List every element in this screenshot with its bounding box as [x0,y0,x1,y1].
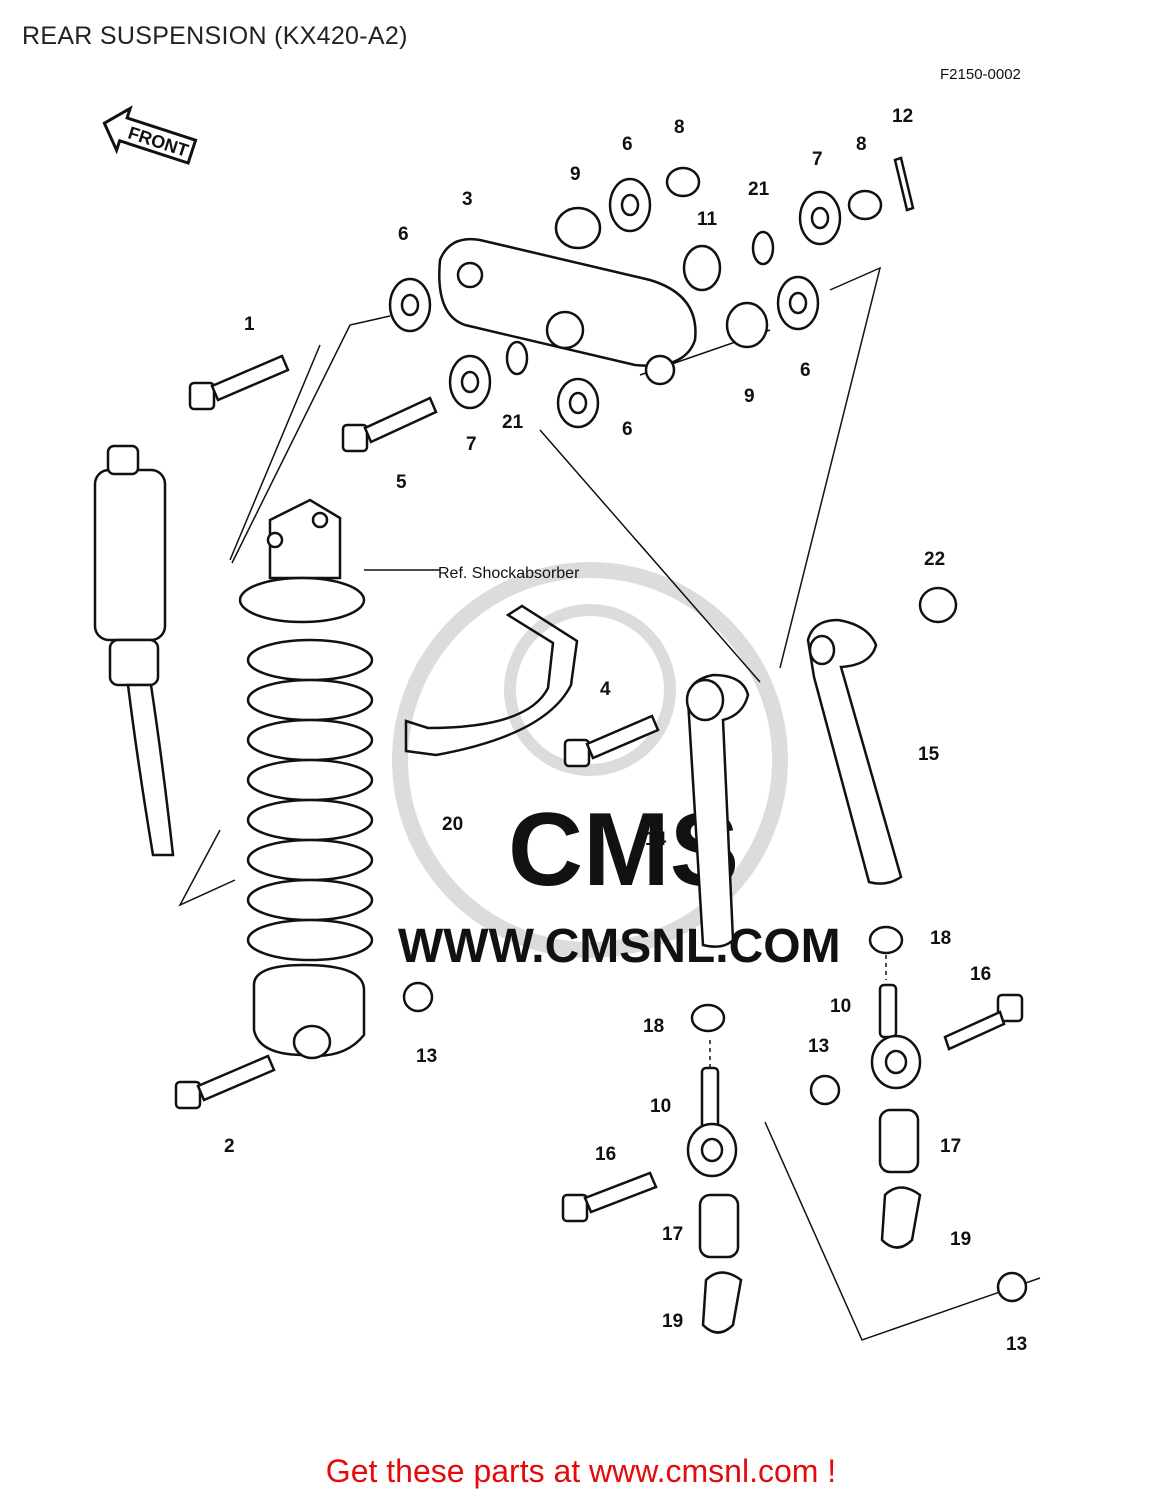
leader-lines [178,266,1041,1341]
callout-16a: 16 [595,1144,616,1165]
front-arrow: FRONT [102,105,198,165]
callout-22: 22 [924,549,945,570]
watermark-url: WWW.CMSNL.COM [398,920,841,973]
bolts [174,354,1024,1223]
callout-7a: 7 [466,434,477,455]
tie-rods [685,618,903,948]
callout-18a: 18 [643,1016,664,1037]
callout-19b: 19 [950,1229,971,1250]
callout-13a: 13 [416,1046,437,1067]
reservoir-tank [93,444,175,857]
callout-13c: 13 [1006,1334,1027,1355]
clamp-band [404,604,579,757]
callout-17b: 17 [940,1136,961,1157]
callout-13b: 13 [808,1036,829,1057]
cms-watermark: CMS WWW.CMSNL.COM [392,562,841,973]
callout-10a: 10 [650,1096,671,1117]
page-title: REAR SUSPENSION (KX420-A2) [22,22,408,50]
callout-17a: 17 [662,1224,683,1245]
callout-11: 11 [697,209,718,230]
callout-16b: 16 [970,964,991,985]
callout-3: 3 [462,189,473,210]
parts-diagram: CMS WWW.CMSNL.COM FRONT [93,105,1041,1355]
small-hardware [388,156,1028,1303]
callout-12: 12 [892,106,913,127]
callout-1: 1 [244,314,255,335]
callout-15: 15 [918,744,940,765]
callout-6d: 6 [622,419,633,440]
callout-14: 14 [645,829,667,850]
figure-code: F2150-0002 [940,66,1021,83]
callout-8a: 8 [674,117,685,138]
callouts: 1 2 3 4 5 6 6 6 6 6 7 7 8 8 9 9 10 10 11… [224,106,1027,1355]
shock-absorber [238,498,374,1060]
callout-18b: 18 [930,928,951,949]
callout-10b: 10 [830,996,851,1017]
callout-7b: 7 [812,149,823,170]
spring-coils [246,638,374,962]
callout-4: 4 [600,679,611,700]
callout-19a: 19 [662,1311,683,1332]
callout-9a: 9 [570,164,581,185]
callout-8b: 8 [856,134,867,155]
get-parts-link[interactable]: Get these parts at www.cmsnl.com ! [325,1453,837,1489]
reference-label: Ref. Shockabsorber [438,565,580,582]
callout-6b: 6 [622,134,633,155]
callout-21b: 21 [748,179,770,200]
callout-6a: 6 [398,224,409,245]
callout-21a: 21 [502,412,524,433]
callout-20: 20 [442,814,463,835]
callout-5: 5 [396,472,407,493]
rod-ends [686,983,922,1334]
rocker-arm [438,237,697,386]
callout-2: 2 [224,1136,235,1157]
callout-6c: 6 [800,360,811,381]
callout-9b: 9 [744,386,755,407]
